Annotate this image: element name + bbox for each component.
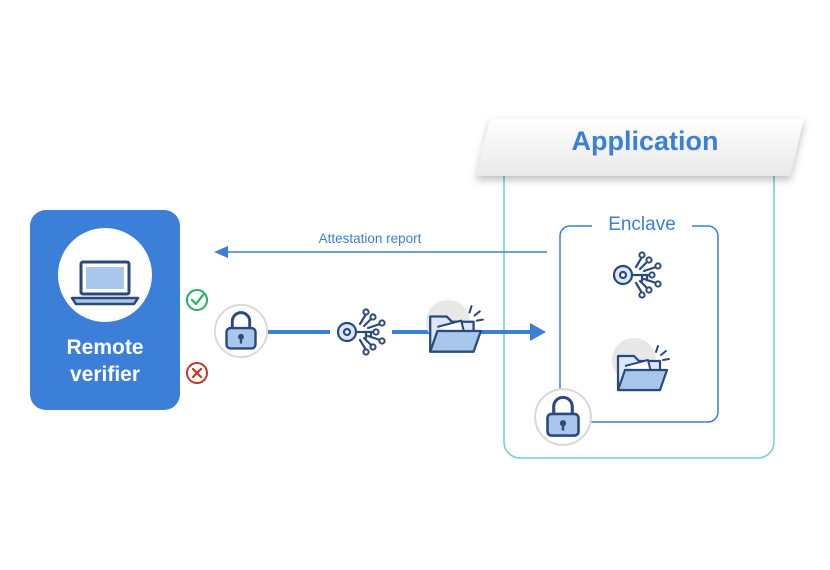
application-title: Application xyxy=(571,126,719,156)
laptop-icon xyxy=(70,260,140,306)
check-icon xyxy=(186,289,208,311)
enclave-lock-icon xyxy=(533,387,593,447)
lock-icon xyxy=(213,303,269,359)
application-tab xyxy=(476,118,804,176)
remote-verifier-line2: verifier xyxy=(69,363,141,386)
enclave-title: Enclave xyxy=(592,214,692,236)
attestation-arrowhead xyxy=(214,246,228,258)
remote-verifier-line1: Remote xyxy=(66,336,144,359)
attestation-report-label: Attestation report xyxy=(318,231,422,246)
enclave-key-icon xyxy=(612,251,662,299)
cross-icon xyxy=(186,362,208,384)
remote-verifier-label: Remote verifier xyxy=(30,334,180,388)
data-flow-arrowhead xyxy=(530,323,546,341)
